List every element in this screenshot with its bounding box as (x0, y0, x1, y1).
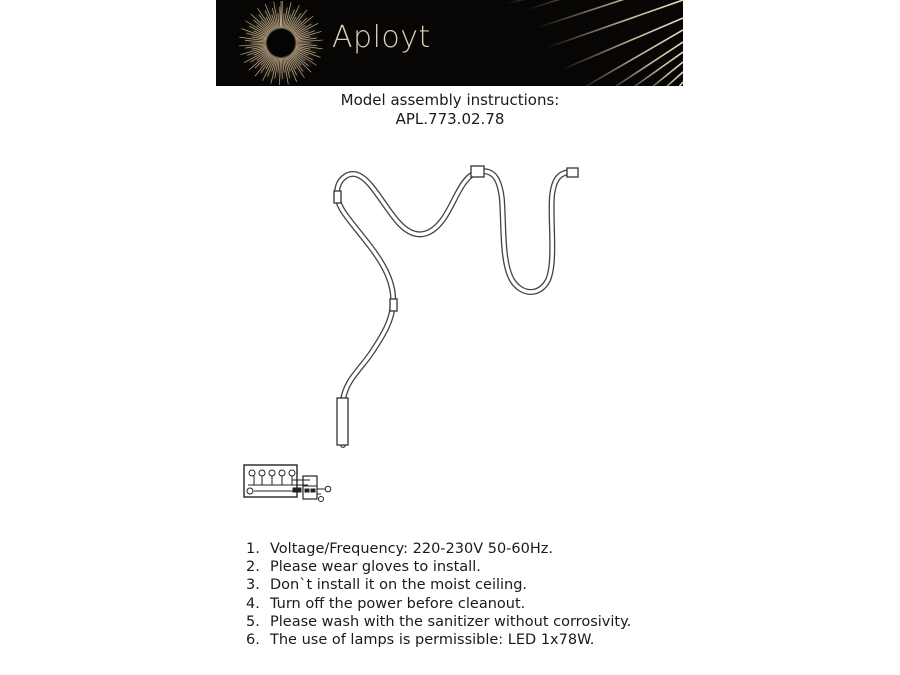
list-item: 2.Please wear gloves to install. (246, 559, 481, 576)
page-title: Model assembly instructions: APL.773.02.… (0, 91, 900, 129)
connector (470, 165, 485, 178)
title-line: Model assembly instructions: (340, 91, 560, 109)
list-item: 3.Don`t install it on the moist ceiling. (246, 577, 528, 594)
brand-banner: (function(){ var g = document.getElement… (216, 0, 683, 86)
connector (389, 298, 398, 312)
connector (566, 167, 579, 178)
list-item: 6.The use of lamps is permissible: LED 1… (246, 632, 595, 649)
wiring-terminal-icon (243, 464, 332, 502)
instructions-list: 1.Voltage/Frequency: 220-230V 50-60Hz. 2… (246, 540, 631, 649)
connector (333, 190, 342, 204)
decorative-rays (505, 0, 683, 86)
list-item: 1.Voltage/Frequency: 220-230V 50-60Hz. (246, 541, 553, 557)
brand-logo-text: Aployt (332, 20, 431, 55)
model-number: APL.773.02.78 (395, 110, 505, 128)
list-item: 4.Turn off the power before cleanout. (246, 595, 526, 612)
lamp-body (336, 397, 349, 446)
list-item: 5.Please wash with the sanitizer without… (246, 613, 632, 630)
sunburst-logo-icon: (function(){ var g = document.getElement… (239, 0, 683, 86)
